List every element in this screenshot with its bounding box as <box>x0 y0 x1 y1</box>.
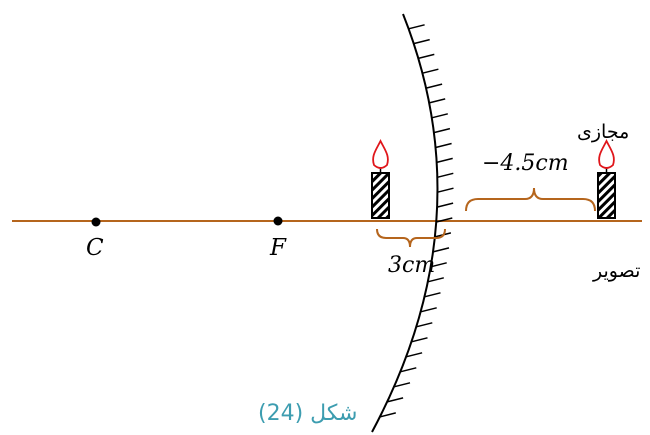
object-distance-brace <box>376 228 446 248</box>
mirror-hatch-mark <box>437 187 454 193</box>
mirror-hatch-mark <box>416 322 433 328</box>
mirror-hatch-mark <box>411 337 428 343</box>
mirror-hatch-mark <box>393 382 411 388</box>
mirror-hatch-mark <box>418 53 435 60</box>
mirror-hatch-mark <box>432 247 450 253</box>
figure-caption: شكل (24) <box>258 401 357 426</box>
mirror-hatch-mark <box>430 262 447 268</box>
mirror-hatch-mark <box>400 367 417 373</box>
mirror-hatch-mark <box>436 202 454 208</box>
object-candle-icon <box>371 138 390 219</box>
mirror-arc <box>371 13 439 433</box>
image-distance-label: −4.5cm <box>482 151 569 176</box>
mirror-hatch-mark <box>424 292 441 298</box>
mirror-hatch-mark <box>408 24 425 30</box>
virtual-label: مجازى <box>577 121 629 143</box>
mirror-hatch-mark <box>413 38 430 45</box>
mirror-hatch-mark <box>435 142 452 149</box>
center-point <box>91 217 101 227</box>
mirror-hatch-mark <box>420 307 437 313</box>
object-distance-label: 3cm <box>388 253 435 278</box>
mirror-hatch-mark <box>405 352 423 358</box>
mirror-hatch-mark <box>436 217 453 223</box>
mirror-hatch-mark <box>422 68 439 74</box>
mirror-hatch-mark <box>386 397 404 403</box>
image-distance-brace <box>465 187 596 212</box>
mirror-hatching <box>379 24 454 418</box>
mirror-hatch-mark <box>431 113 448 119</box>
mirror-hatch-mark <box>425 83 443 89</box>
mirror-hatch-mark <box>379 412 396 418</box>
mirror-hatch-mark <box>433 127 451 134</box>
image-label: تصوير <box>592 260 640 282</box>
focus-point <box>273 216 283 226</box>
focus-label: F <box>269 235 287 261</box>
mirror-hatch-mark <box>429 98 446 104</box>
center-label: C <box>86 235 104 261</box>
mirror-hatch-mark <box>427 277 444 283</box>
image-candle-icon <box>597 138 616 219</box>
mirror-hatch-mark <box>437 172 454 179</box>
mirror-hatch-mark <box>436 157 453 164</box>
